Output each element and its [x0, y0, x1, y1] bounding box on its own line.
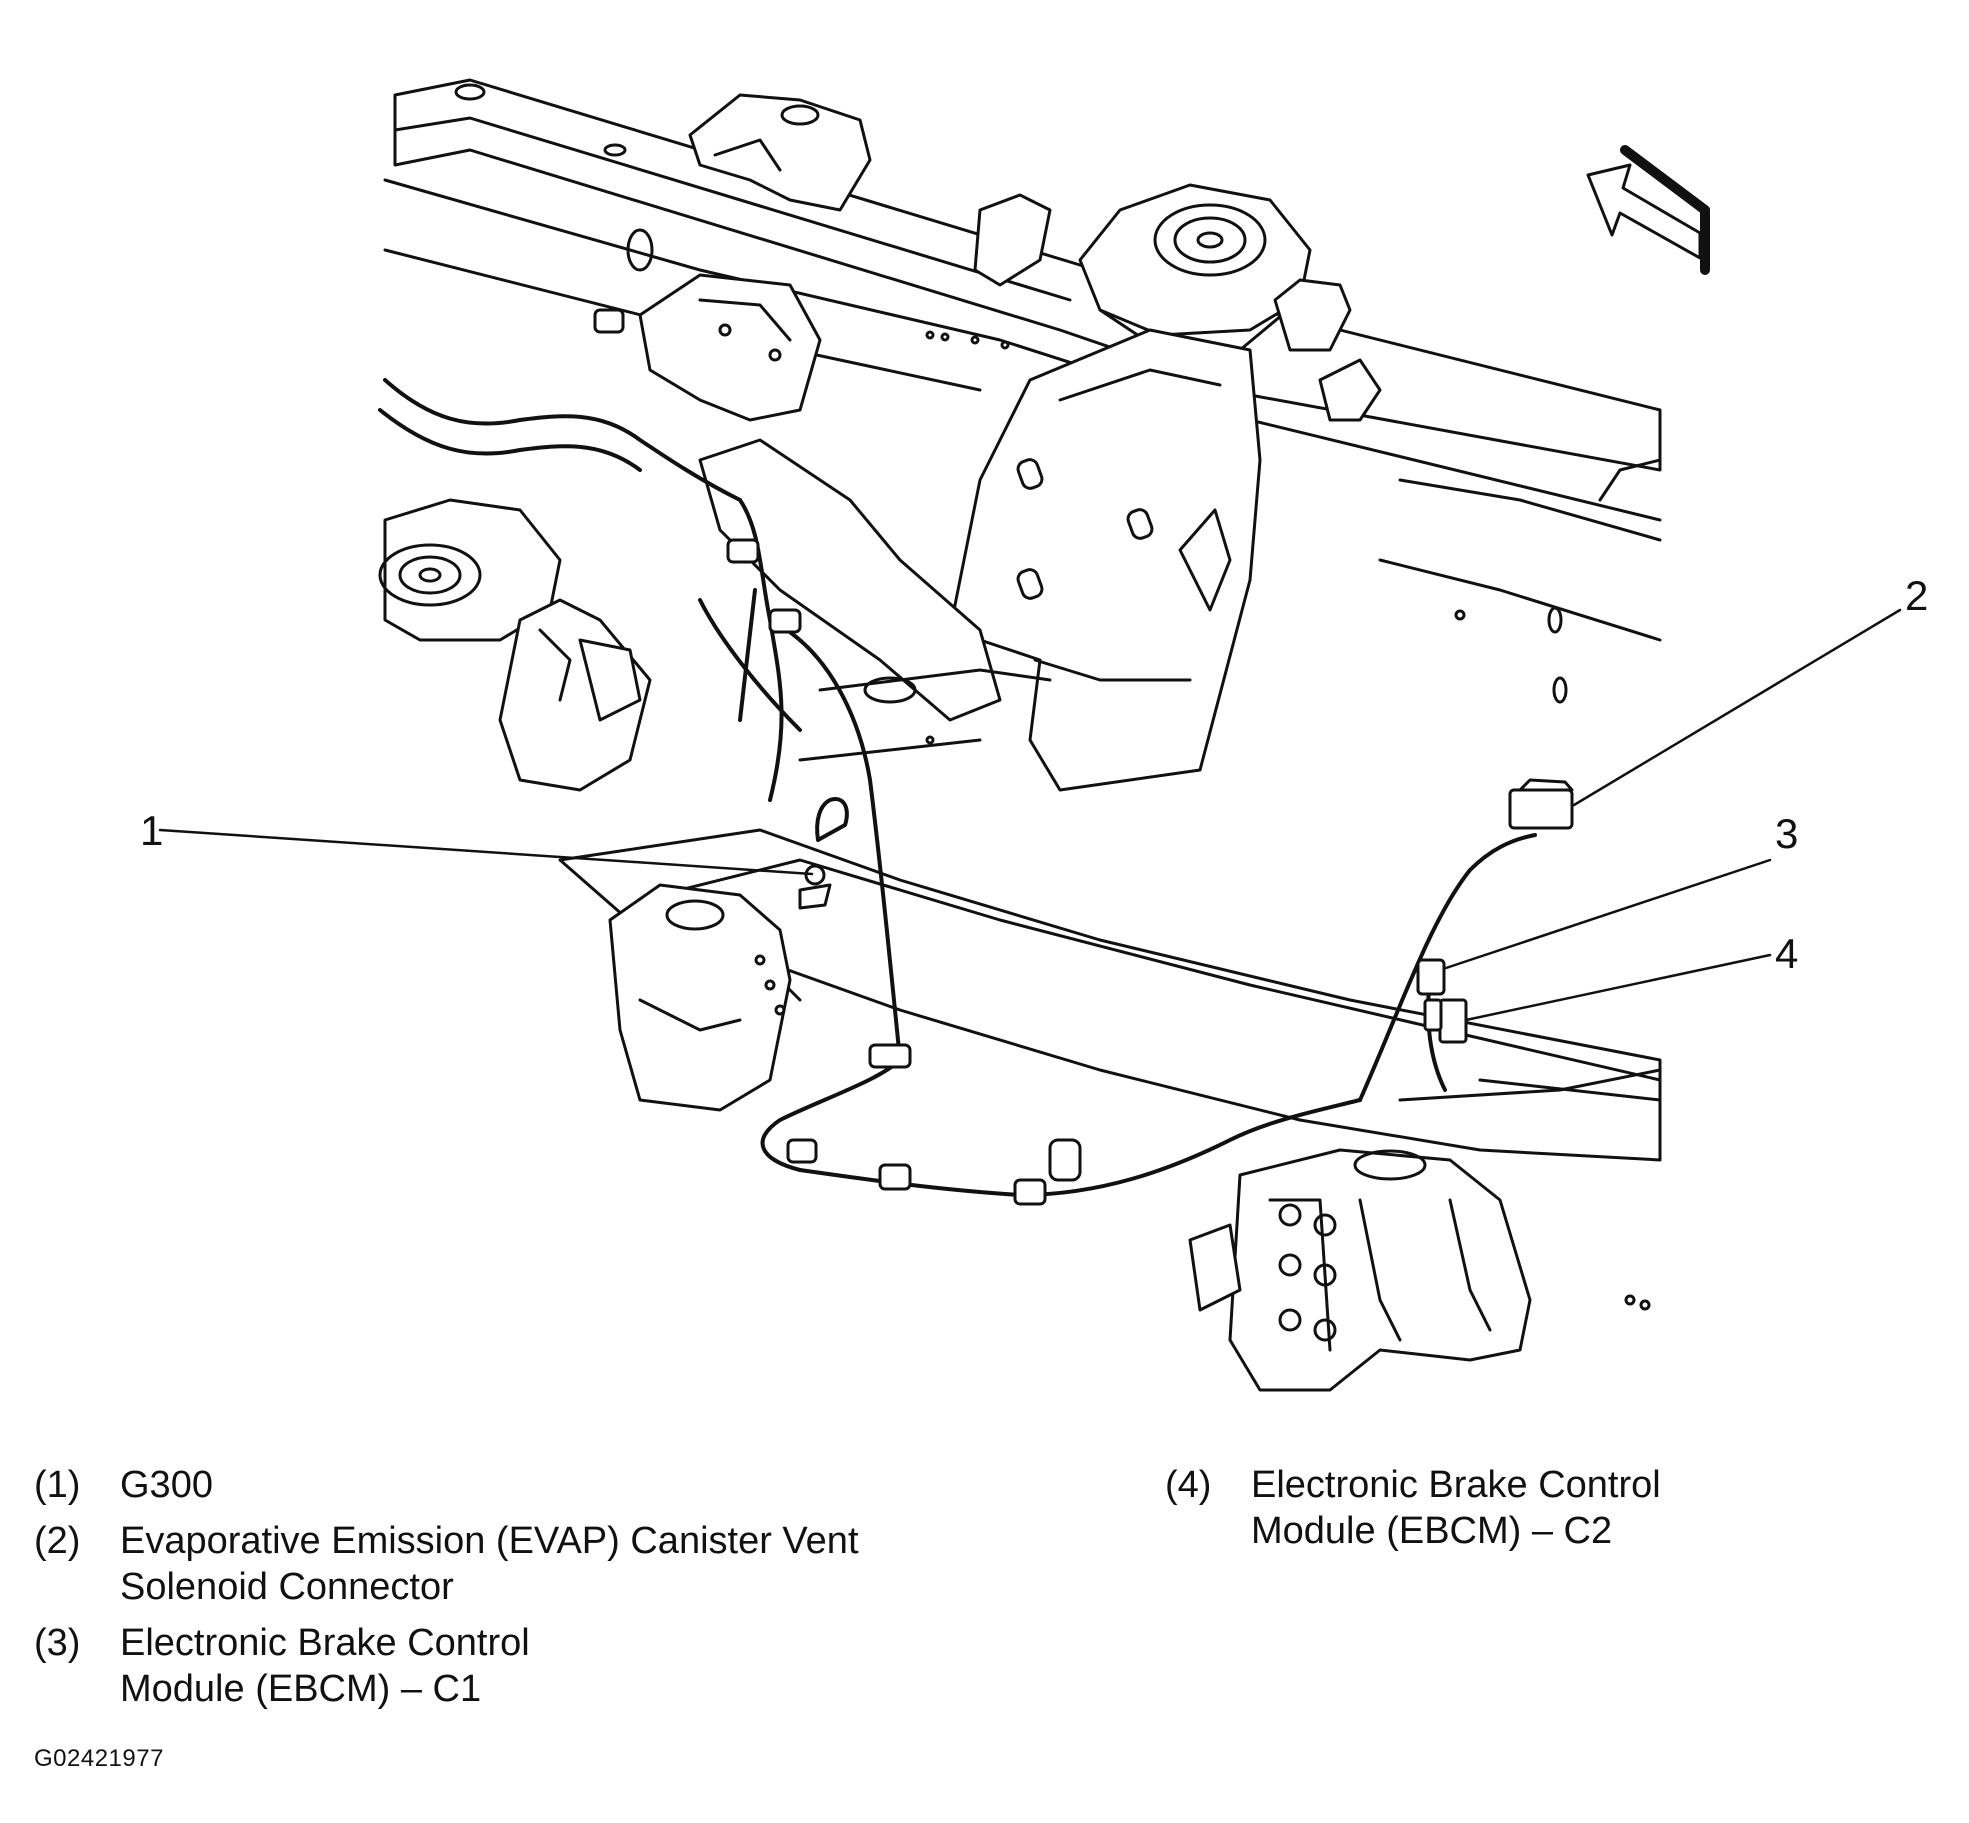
front-direction-arrow-icon: [1586, 145, 1710, 275]
legend-column-right: (4) Electronic Brake Control Module (EBC…: [1165, 1462, 1885, 1564]
center-crossmember-bracket: [948, 328, 1262, 792]
legend-number: (1): [34, 1464, 81, 1506]
right-shock-bracket: [973, 193, 1382, 422]
legend-description: Electronic Brake Control Module (EBCM) –…: [1251, 1464, 1661, 1552]
legend-item-3: (3) Electronic Brake Control Module (EBC…: [34, 1620, 1114, 1712]
legend-number: (3): [34, 1622, 81, 1664]
legend-column-left: (1) G300 (2) Evaporative Emission (EVAP)…: [34, 1462, 1114, 1722]
frame-wiring-illustration: 1 2 3 4: [140, 78, 1928, 1392]
legend-number: (4): [1165, 1464, 1212, 1506]
front-right-bracket: [1188, 1148, 1651, 1392]
evap-vent-solenoid-connector: [1508, 778, 1574, 830]
left-spring-seat: [378, 498, 562, 642]
figure-id: G02421977: [34, 1745, 164, 1772]
legend-description: Electronic Brake Control Module (EBCM) –…: [120, 1622, 530, 1710]
left-control-arm-bracket: [638, 273, 822, 422]
left-frame-bracket: [498, 598, 652, 792]
upper-spring-bracket: [688, 93, 872, 212]
right-rail-section: [1378, 458, 1662, 1102]
ebcm-c1-connector: [1416, 958, 1446, 996]
legend-description: Evaporative Emission (EVAP) Canister Ven…: [120, 1520, 859, 1608]
legend-item-2: (2) Evaporative Emission (EVAP) Canister…: [34, 1518, 1114, 1610]
legend-item-4: (4) Electronic Brake Control Module (EBC…: [1165, 1462, 1885, 1554]
callout-2: 2: [1905, 572, 1928, 619]
legend-description: G300: [120, 1464, 213, 1506]
harness-clips: [593, 308, 1082, 1206]
legend-number: (2): [34, 1520, 81, 1562]
callout-leaders: [158, 608, 1902, 1022]
g300-ground: [798, 864, 832, 910]
callout-4: 4: [1775, 930, 1798, 977]
front-left-bracket: [608, 883, 792, 1112]
callout-labels: 1 2 3 4: [140, 572, 1928, 977]
legend-item-1: (1) G300: [34, 1462, 1114, 1508]
callout-1: 1: [140, 807, 163, 854]
callout-3: 3: [1775, 810, 1798, 857]
